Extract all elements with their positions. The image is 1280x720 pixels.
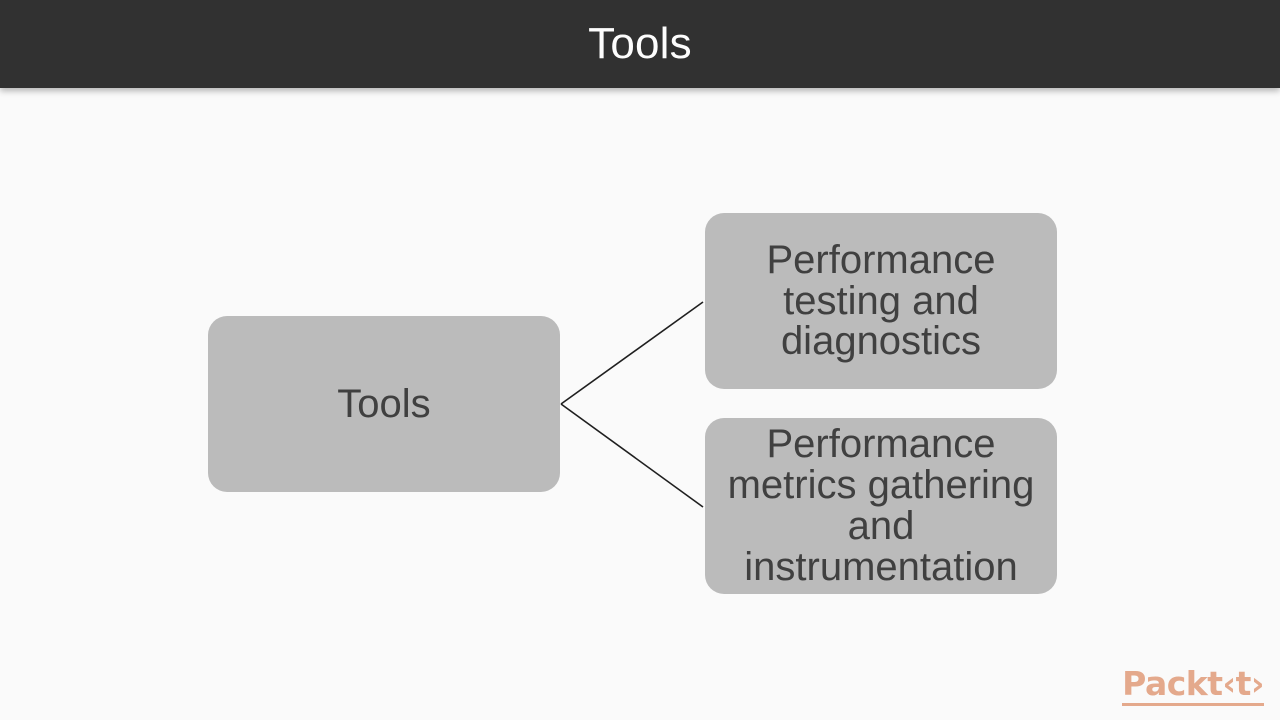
packt-wordmark-text: Packt‹t› (1122, 667, 1264, 700)
label-line-3: and (847, 504, 915, 548)
label-line-4: instrumentation (744, 544, 1018, 589)
connector-layer (560, 301, 704, 508)
packt-wordmark-t: t (1235, 664, 1252, 703)
diagram-canvas: Tools Performance testing and diagnostic… (0, 88, 1280, 720)
page-title: Tools (588, 19, 692, 68)
packt-underline-rule (1122, 703, 1264, 706)
diagram-node-tools[interactable]: Tools (208, 316, 560, 492)
label-line-2: metrics gathering (727, 463, 1035, 508)
packt-bracket-close-icon: › (1250, 664, 1265, 703)
label-line-1: Performance (766, 422, 996, 467)
app-header: Tools (0, 0, 1280, 88)
diagram-node-tools-label: Tools (337, 382, 431, 426)
packt-bracket-open-icon: ‹ (1222, 664, 1237, 703)
packt-logo: Packt‹t› (1122, 667, 1265, 706)
packt-wordmark-packt: Packt (1122, 664, 1223, 703)
diagram-node-performance-testing[interactable]: Performance testing and diagnostics (705, 213, 1057, 389)
connector-root-to-perf-metrics (560, 403, 704, 508)
diagram-node-performance-metrics-label: Performance metrics gathering and instru… (705, 424, 1057, 587)
diagram-node-performance-testing-label: Performance testing and diagnostics (766, 237, 996, 364)
connector-root-to-perf-testing (560, 301, 704, 405)
diagram-node-performance-metrics[interactable]: Performance metrics gathering and instru… (705, 418, 1057, 594)
